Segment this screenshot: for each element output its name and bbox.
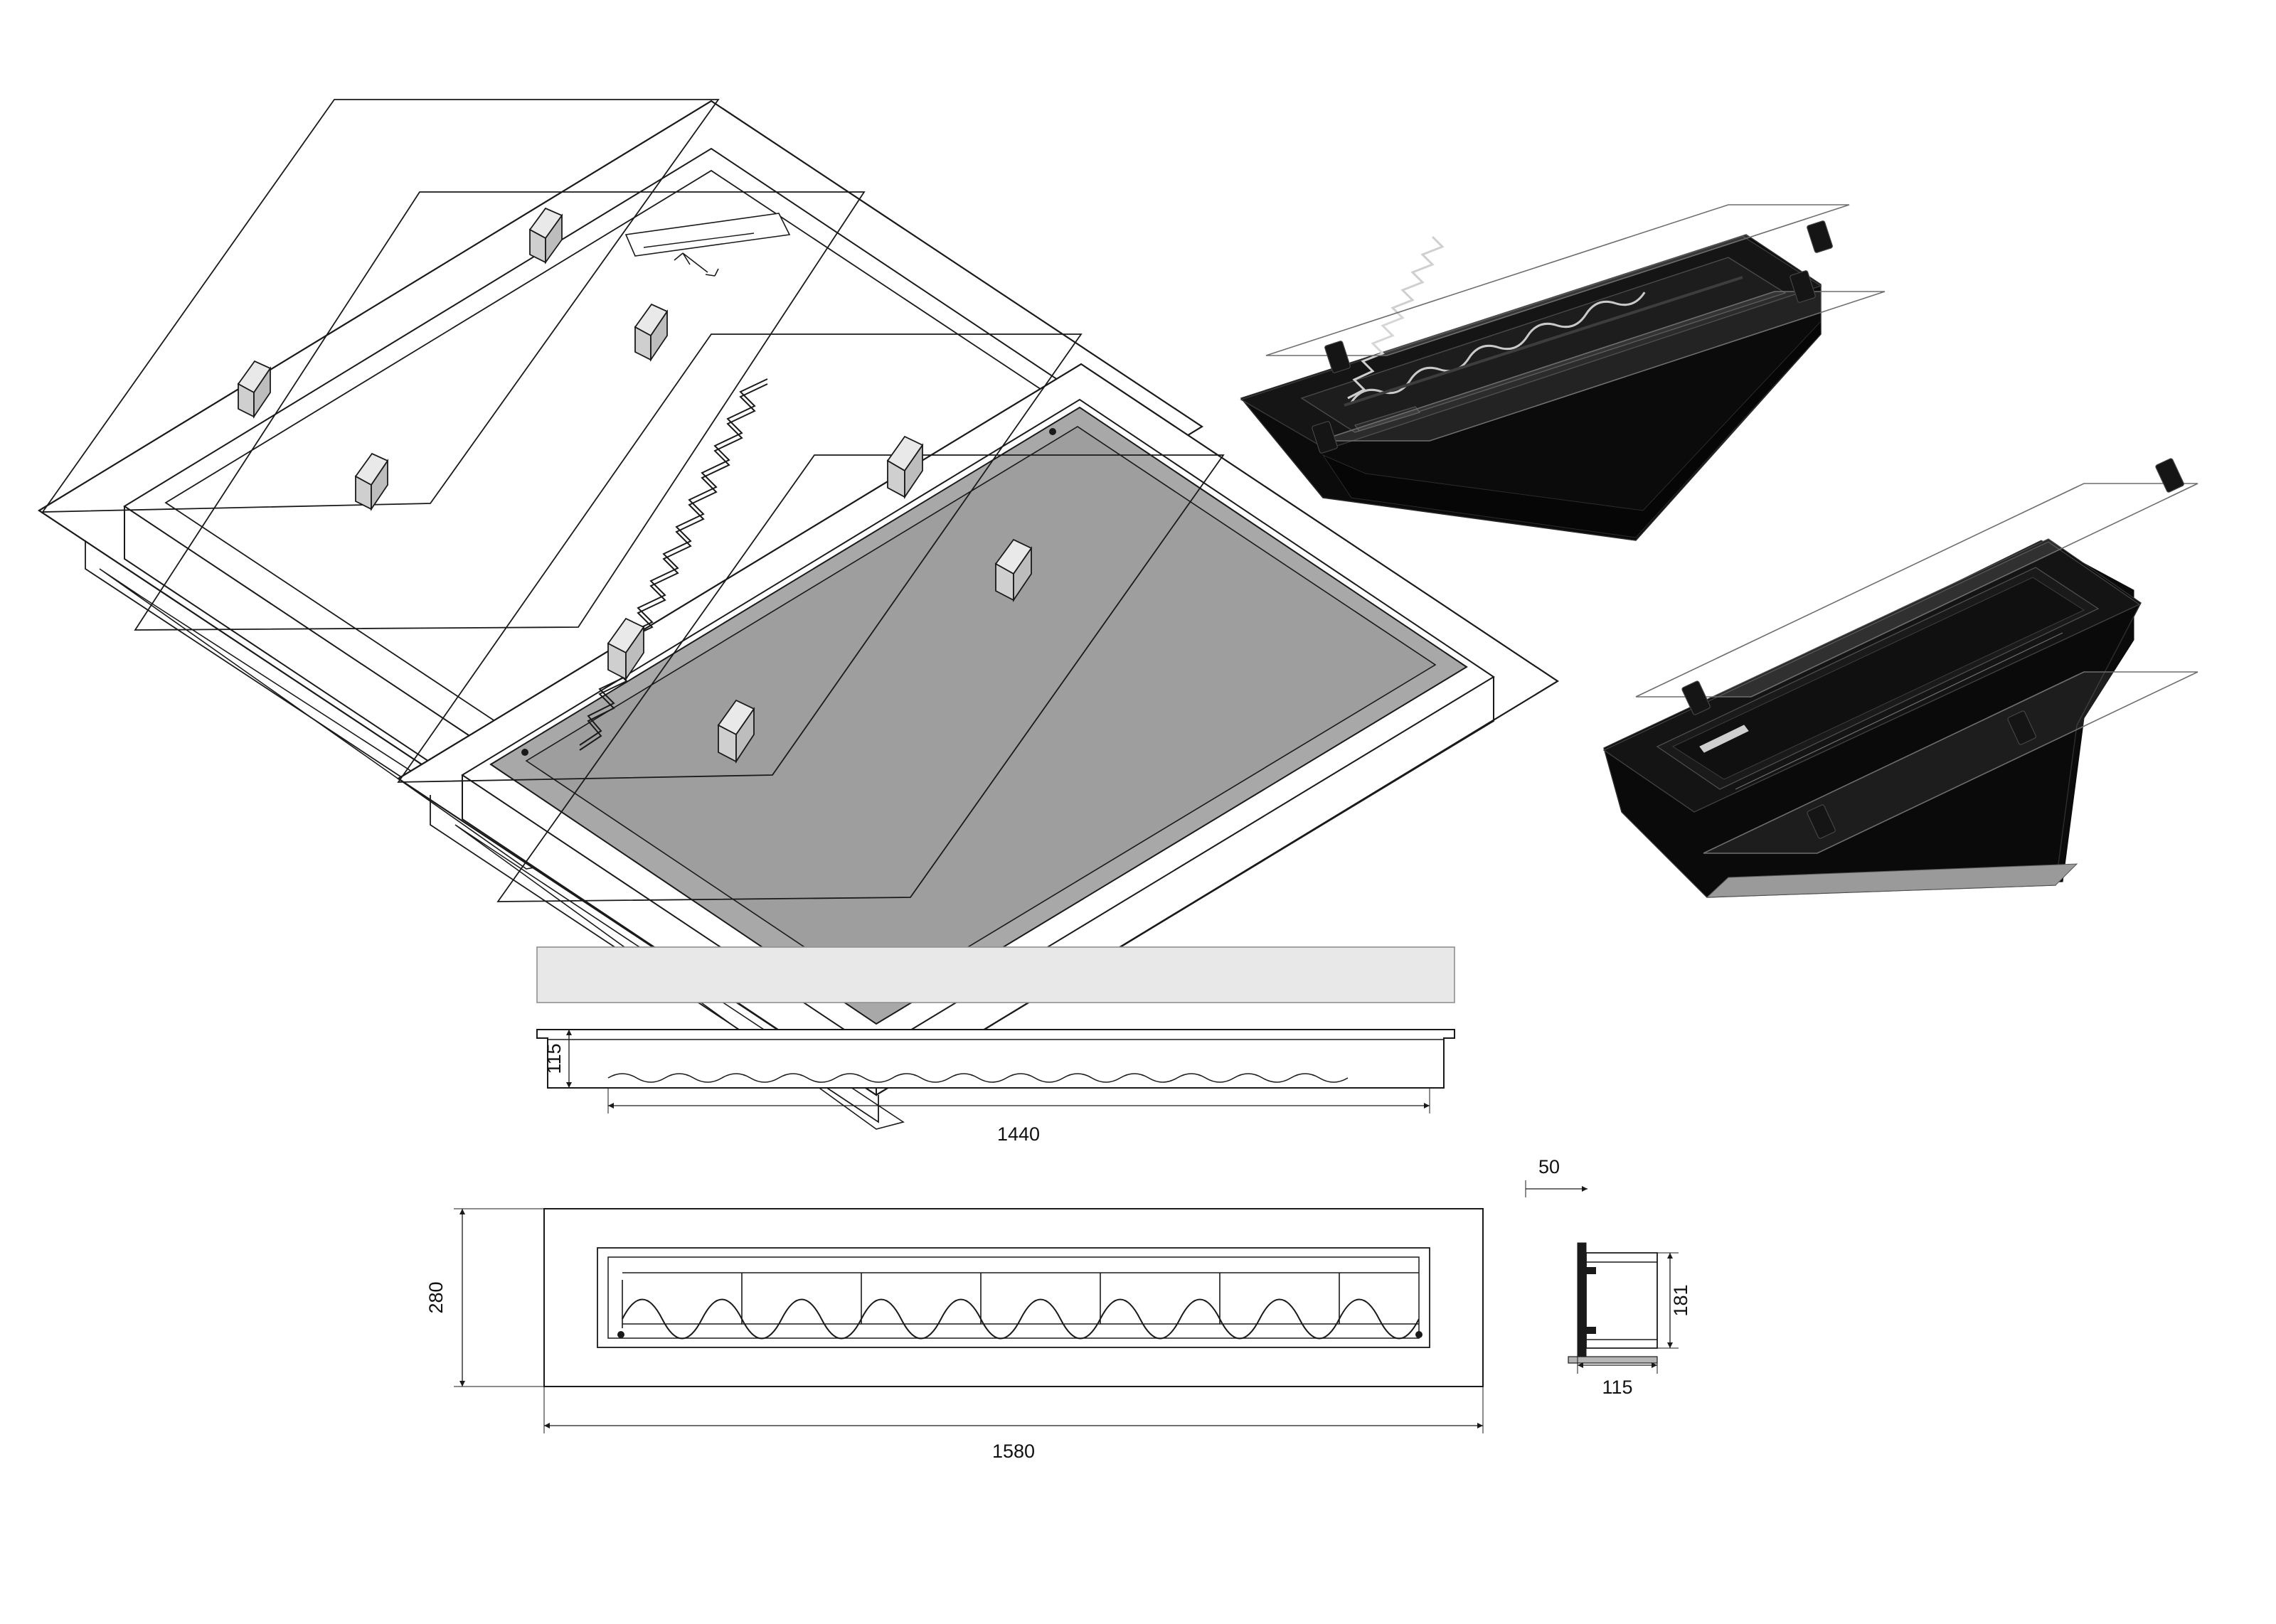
dim-side-height [1657,1252,1679,1349]
dim-side-top [1525,1180,1588,1197]
front-body-outline [536,1029,1455,1089]
side-tab-bottom [1580,1327,1596,1334]
view-top-plan: 280 1580 [425,1208,1484,1462]
dim-label-side-width: 115 [1602,1377,1632,1398]
front-glass-band [536,946,1455,1003]
view-side-section: 50 181 115 [1525,1156,1691,1398]
dim-plan-depth [454,1208,548,1387]
dim-front-width [607,1088,1430,1113]
dim-label-plan-width: 1580 [992,1441,1035,1462]
dim-side-width [1577,1357,1658,1374]
plan-rivet-right [1415,1331,1422,1338]
dim-front-height [548,1029,578,1089]
side-tab-top [1580,1267,1596,1274]
view-iso-open-tray [37,99,1204,870]
view-render-front-right [1240,204,1886,541]
plan-burner-pan [607,1256,1420,1339]
dim-label-plan-depth: 280 [425,1281,447,1313]
side-flange-plate [1577,1242,1587,1357]
dim-label-side-height: 181 [1670,1284,1691,1316]
dim-label-side-top: 50 [1538,1156,1560,1177]
front-wick-wave [607,1073,1349,1083]
view-iso-burner-insert [396,333,1560,1130]
dim-label-front-height: 115 [543,1043,565,1074]
plan-rivet-left [617,1331,624,1338]
dim-label-front-width: 1440 [997,1123,1040,1145]
dim-plan-width [543,1387,1484,1433]
plan-wick-wave [622,1298,1420,1340]
side-body-outline [1585,1252,1658,1349]
view-front-elevation: 115 1440 [536,946,1455,1145]
view-render-rear-left [1602,458,2198,898]
side-base-plate [1568,1356,1658,1364]
